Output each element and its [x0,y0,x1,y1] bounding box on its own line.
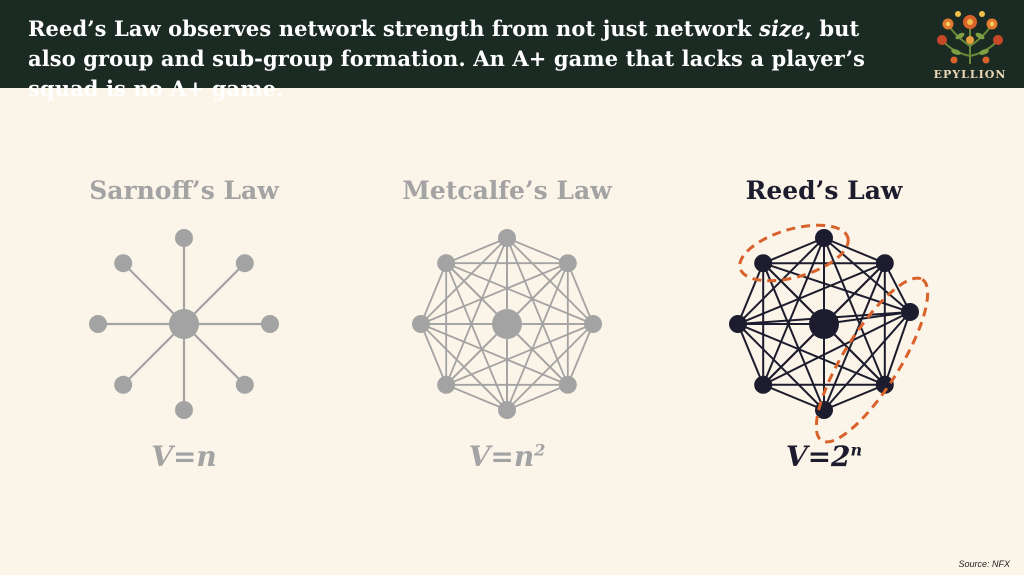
network-node [261,315,279,333]
network-node [235,254,254,273]
network-edge [445,237,508,265]
network-edge [737,323,765,386]
network-edge [445,262,508,411]
network-hub-node [169,309,199,339]
epyllion-logo: EPYLLION [930,6,1010,86]
logo-text: EPYLLION [933,68,1007,81]
network-edge [566,262,594,325]
network-hub-node [492,309,522,339]
source-caption: Source: NFX [958,559,1010,569]
metcalfe-complete-network [412,229,602,419]
network-edge [506,237,569,265]
reed-law-title: Reed’s Law [745,176,903,205]
network-edge [762,262,825,411]
network-edge [566,323,594,386]
network-edge [762,262,911,313]
network-node [901,303,919,321]
network-edge [883,311,911,386]
group-outline-right [814,276,930,444]
network-node [114,375,133,394]
network-edge [737,262,765,325]
network-edge [420,262,448,325]
floral-logo-icon [937,11,1003,64]
network-node [875,375,894,394]
formula-exponent: 2 [534,440,546,460]
metcalfe-formula: V=n2 [387,440,627,473]
sarnoff-formula: V=n [64,440,304,473]
network-node [754,254,773,273]
network-edge [420,323,448,386]
network-node [815,229,833,247]
network-node [412,315,430,333]
network-edge [762,237,825,265]
header-text-part: , but also group and sub-group formation… [28,16,866,101]
network-node [175,229,193,247]
network-edge [762,383,825,411]
network-node [175,401,193,419]
network-edge [823,311,911,411]
network-edge [445,383,508,411]
header-text: Reed’s Law observes network strength fro… [28,14,908,104]
network-node [754,375,773,394]
group-outline-top [738,223,850,283]
network-hub-node [809,309,839,339]
metcalfe-law-title: Metcalfe’s Law [402,176,612,205]
reed-formula: V=2n [704,440,944,473]
network-node [498,229,516,247]
network-edge [823,237,911,313]
network-node [437,254,456,273]
formula-base: V=2 [785,440,851,473]
network-node [89,315,107,333]
network-edge [823,237,886,265]
sarnoff-star-network [89,229,279,419]
network-edge [883,262,911,313]
network-edge [445,262,594,325]
network-node [437,375,456,394]
header-banner: Reed’s Law observes network strength fro… [0,0,1024,101]
network-node [729,315,747,333]
sarnoff-law-title: Sarnoff’s Law [89,176,279,205]
header-text-emphasis: size [759,16,805,41]
network-node [875,254,894,273]
formula-base: V=n [468,440,535,473]
network-node [558,254,577,273]
formula-exponent: n [850,440,863,460]
network-node [235,375,254,394]
formula-base: V=n [151,440,217,473]
network-edge [823,383,886,411]
header-text-part: Reed’s Law observes network strength fro… [28,16,760,41]
network-node [558,375,577,394]
network-node [584,315,602,333]
network-node [114,254,133,273]
network-node [498,401,516,419]
network-edge [506,383,569,411]
reed-group-network [729,223,930,444]
